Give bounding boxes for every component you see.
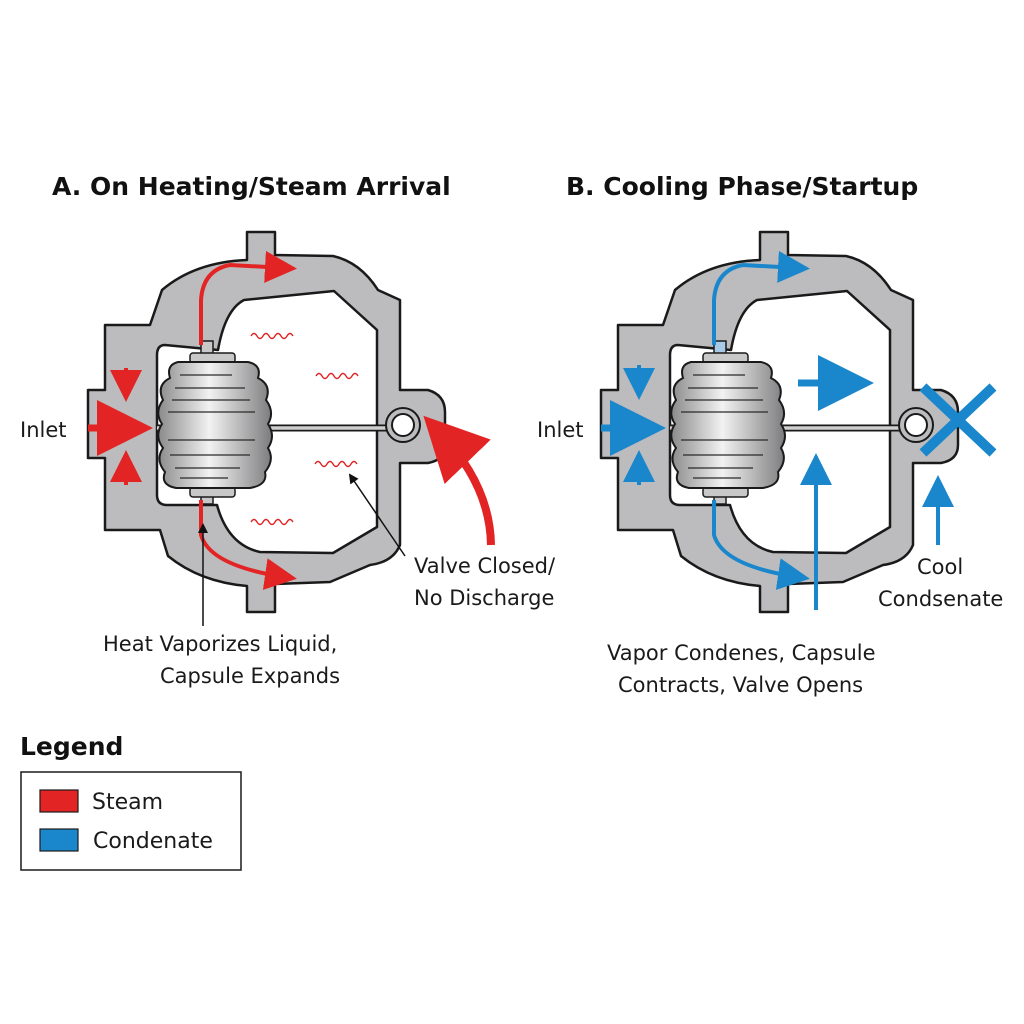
- lower-flow-arrow: [199, 500, 297, 590]
- condensate-flow-arrows: [601, 250, 954, 610]
- capsule-bellows: [670, 340, 786, 505]
- upper-flow-arrow: [199, 250, 297, 345]
- panel-a-inlet-label: Inlet: [20, 418, 67, 442]
- heat-wave-icon: [250, 518, 294, 526]
- panel-b-inlet-label: Inlet: [537, 418, 584, 442]
- capsule-annotation-line2: Capsule Expands: [160, 664, 340, 688]
- panel-a-trap-diagram: Inlet Heat Vaporizes Liquid, Capsule Exp…: [20, 230, 556, 688]
- legend-label-steam: Steam: [92, 790, 163, 815]
- panel-b-trap-diagram: Inlet Vapor Condenes, Capsule Contracts,…: [537, 230, 1003, 697]
- legend-box: [20, 771, 242, 871]
- upper-flow-arrow: [712, 250, 810, 345]
- heat-wave-icon: [314, 460, 358, 468]
- lower-flow-arrow: [712, 500, 810, 590]
- outlet-annotation-line1: Cool: [917, 555, 963, 579]
- panel-a-title: A. On Heating/Steam Arrival: [52, 172, 451, 201]
- legend: Legend Steam Condenate: [20, 732, 242, 871]
- capsule-annotation-line1: Vapor Condenes, Capsule: [607, 641, 876, 665]
- outlet-annotation-line2: Condsenate: [878, 587, 1003, 611]
- capsule-bellows: [157, 340, 273, 505]
- legend-swatch-steam: [39, 789, 79, 813]
- valve-callout-line: [348, 473, 406, 557]
- capsule-annotation-line2: Contracts, Valve Opens: [618, 673, 863, 697]
- legend-swatch-condensate: [39, 828, 79, 852]
- blocked-discharge-arrow: [423, 415, 495, 546]
- heat-wave-icon: [250, 332, 294, 340]
- valve-annotation-line1: Valve Closed/: [414, 554, 556, 578]
- heat-wave-icon: [315, 372, 359, 380]
- legend-label-condensate: Condenate: [93, 829, 213, 854]
- capsule-annotation-line1: Heat Vaporizes Liquid,: [103, 632, 337, 656]
- valve-seat: [898, 407, 934, 443]
- steam-flow-arrows: [88, 250, 495, 590]
- valve-seat: [385, 407, 421, 443]
- valve-annotation-line2: No Discharge: [414, 586, 554, 610]
- legend-title: Legend: [20, 732, 123, 761]
- discharge-x-icon: [919, 383, 997, 457]
- heat-wave-icons: [250, 332, 359, 526]
- panel-b-title: B. Cooling Phase/Startup: [566, 172, 918, 201]
